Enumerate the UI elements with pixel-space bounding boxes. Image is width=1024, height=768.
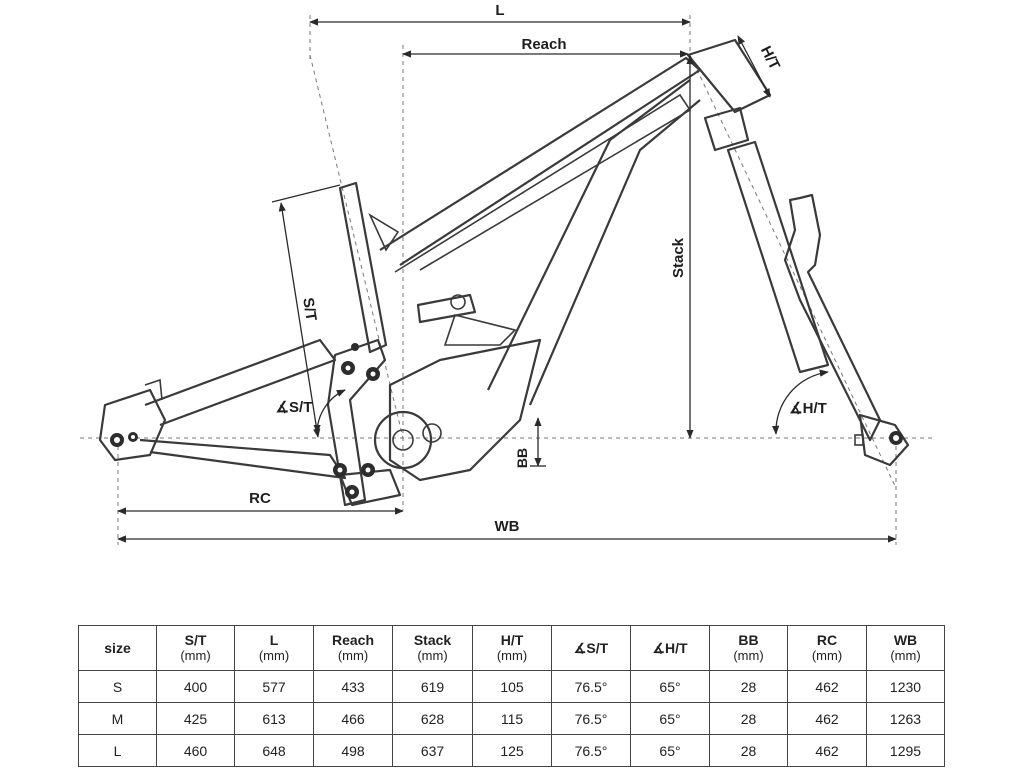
bike-frame: [98, 38, 910, 507]
table-cell: 76.5°: [551, 670, 631, 703]
table-cell: 460: [156, 734, 235, 767]
label-length: L: [495, 2, 504, 19]
table-cell: 115: [472, 702, 552, 735]
table-row: M 425 613 466 628 115 76.5° 65° 28 462 1…: [78, 702, 945, 735]
header-bb-drop: BB(mm): [709, 625, 788, 671]
label-head-angle: ∡H/T: [789, 400, 827, 417]
table-header-row: size S/T(mm) L(mm) Reach(mm) Stack(mm) H…: [78, 625, 945, 671]
table-cell: 466: [313, 702, 393, 735]
geometry-table: size S/T(mm) L(mm) Reach(mm) Stack(mm) H…: [78, 625, 945, 767]
label-seat-angle: ∡S/T: [276, 399, 313, 416]
label-rear-center: RC: [249, 490, 271, 507]
label-reach: Reach: [521, 36, 566, 53]
geometry-diagram: L Reach H/T Stack S/T ∡S/T ∡H/T BB RC WB: [80, 2, 935, 545]
table-cell: 628: [392, 702, 473, 735]
table-cell: 462: [787, 670, 867, 703]
table-cell: 28: [709, 670, 788, 703]
table-cell: 125: [472, 734, 552, 767]
table-cell: 637: [392, 734, 473, 767]
label-wheelbase: WB: [495, 518, 520, 535]
table-cell: S: [78, 670, 157, 703]
header-seat-tube: S/T(mm): [156, 625, 235, 671]
table-cell: 400: [156, 670, 235, 703]
dimension-lines: [117, 18, 897, 543]
label-head-tube: H/T: [757, 43, 783, 72]
table-row: L 460 648 498 637 125 76.5° 65° 28 462 1…: [78, 734, 945, 767]
header-length: L(mm): [234, 625, 314, 671]
label-seat-tube: S/T: [299, 296, 319, 322]
header-head-angle: ∡H/T: [630, 625, 710, 671]
table-cell: 1230: [866, 670, 945, 703]
table-cell: 65°: [630, 734, 710, 767]
table-cell: 65°: [630, 702, 710, 735]
table-cell: 462: [787, 702, 867, 735]
table-row: S 400 577 433 619 105 76.5° 65° 28 462 1…: [78, 670, 945, 703]
table-cell: 619: [392, 670, 473, 703]
construction-lines: [80, 15, 935, 545]
header-stack: Stack(mm): [392, 625, 473, 671]
header-size: size: [78, 625, 157, 671]
table-cell: 462: [787, 734, 867, 767]
label-stack: Stack: [670, 237, 687, 278]
table-cell: 613: [234, 702, 314, 735]
table-cell: L: [78, 734, 157, 767]
table-cell: 425: [156, 702, 235, 735]
table-cell: M: [78, 702, 157, 735]
table-cell: 1295: [866, 734, 945, 767]
header-head-tube: H/T(mm): [472, 625, 552, 671]
table-cell: 105: [472, 670, 552, 703]
table-cell: 28: [709, 734, 788, 767]
label-bb-drop: BB: [514, 448, 530, 468]
table-cell: 28: [709, 702, 788, 735]
table-cell: 65°: [630, 670, 710, 703]
table-cell: 498: [313, 734, 393, 767]
table-cell: 76.5°: [551, 702, 631, 735]
header-rear-center: RC(mm): [787, 625, 867, 671]
table-cell: 433: [313, 670, 393, 703]
header-wheelbase: WB(mm): [866, 625, 945, 671]
table-cell: 648: [234, 734, 314, 767]
table-cell: 577: [234, 670, 314, 703]
table-cell: 76.5°: [551, 734, 631, 767]
header-reach: Reach(mm): [313, 625, 393, 671]
header-seat-angle: ∡S/T: [551, 625, 631, 671]
table-cell: 1263: [866, 702, 945, 735]
